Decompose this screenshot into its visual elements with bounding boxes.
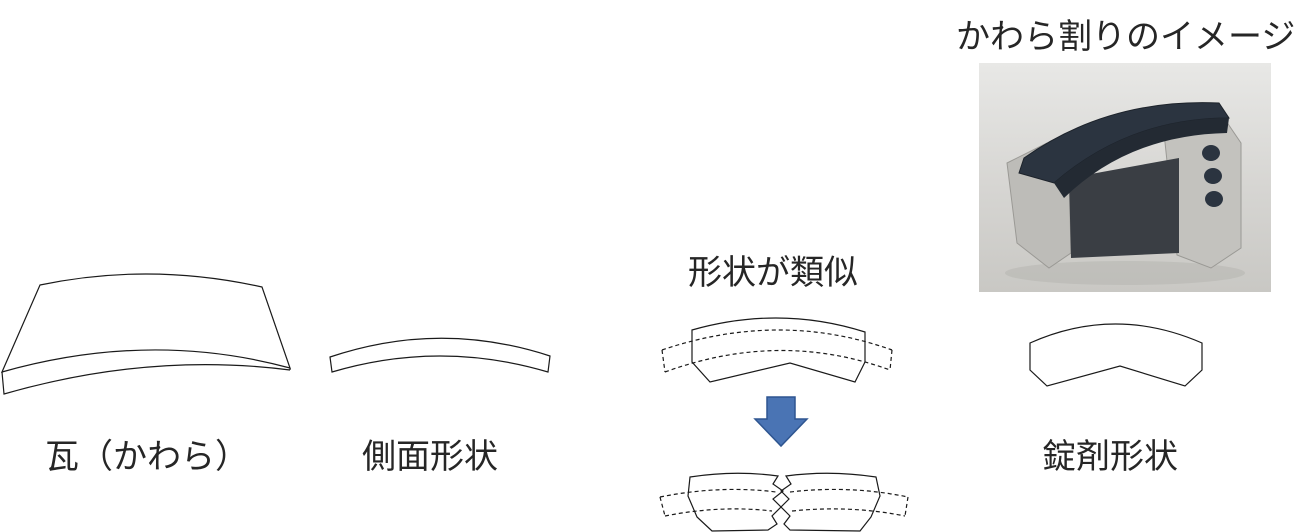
tablet-shape-drawing [1029, 323, 1203, 387]
photo-illustration [1005, 102, 1245, 285]
roof-tile-drawing [0, 273, 291, 395]
label-side-shape: 側面形状 [362, 437, 498, 477]
label-kawara: 瓦（かわら） [45, 437, 249, 477]
label-image-caption: かわら割りのイメージ [956, 17, 1295, 57]
tablet-overlay-drawing [661, 317, 893, 383]
split-tablet-drawing [659, 472, 909, 532]
label-tablet-shape: 錠剤形状 [1042, 437, 1178, 477]
kawara-split-photo [979, 63, 1271, 292]
side-profile-drawing [329, 337, 551, 373]
down-arrow-icon [753, 396, 809, 448]
label-similar: 形状が類似 [688, 253, 858, 293]
